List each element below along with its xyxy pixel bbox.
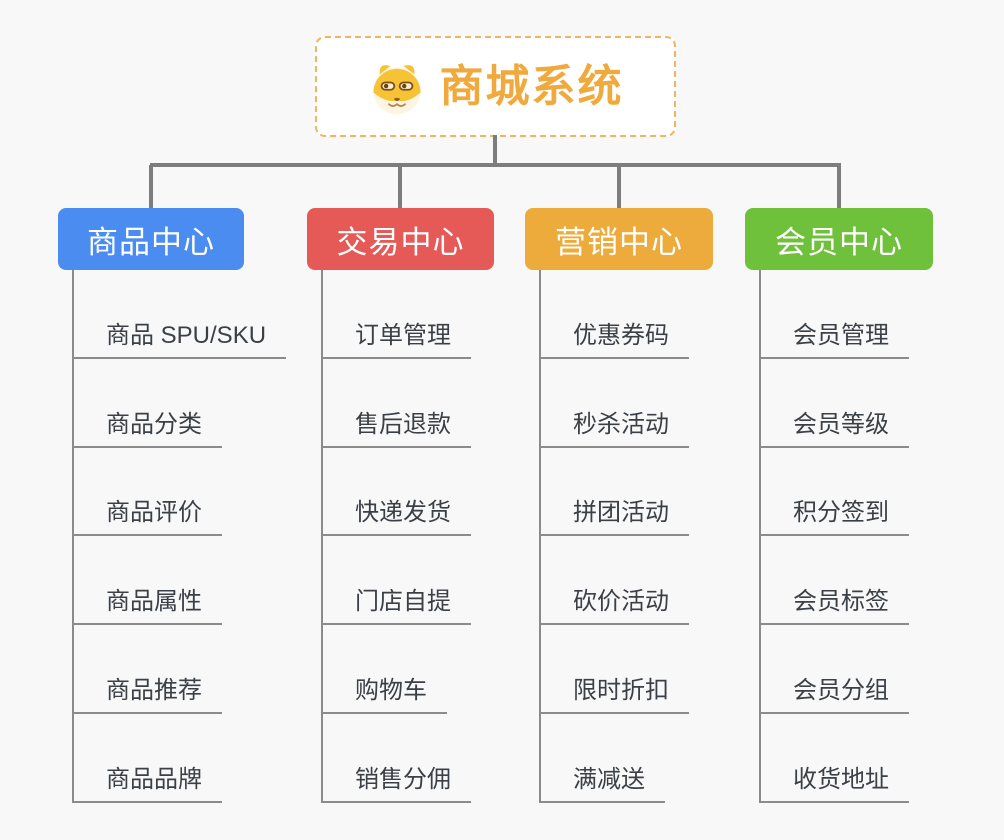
branch-label: 商品中心	[87, 224, 215, 260]
leaf-label: 秒杀活动	[541, 410, 689, 448]
branch-label: 会员中心	[775, 224, 903, 260]
leaf-label: 快递发货	[323, 498, 471, 537]
connector-branch-drop	[837, 165, 841, 209]
connector-branch-drop	[149, 165, 153, 209]
leaf-label: 会员管理	[761, 321, 909, 359]
leaf-label: 商品属性	[74, 587, 222, 626]
branch-label: 营销中心	[555, 224, 683, 260]
leaf-column: 商品 SPU/SKU 商品分类 商品评价 商品属性 商品推荐 商品品牌	[72, 270, 287, 803]
leaf-item[interactable]: 门店自提	[323, 536, 471, 626]
root-title: 商城系统	[439, 61, 624, 111]
leaf-item[interactable]: 砍价活动	[541, 536, 689, 626]
branch-node[interactable]: 会员中心	[745, 208, 933, 270]
connector-branch-drop	[617, 165, 621, 209]
leaf-item[interactable]: 售后退款	[323, 359, 471, 448]
leaf-item[interactable]: 满减送	[541, 714, 689, 803]
leaf-label: 优惠券码	[541, 321, 689, 359]
root-node[interactable]: 商城系统	[315, 36, 676, 137]
leaf-label: 满减送	[541, 765, 665, 803]
leaf-label: 商品 SPU/SKU	[74, 321, 287, 359]
leaf-label: 门店自提	[323, 587, 471, 626]
leaf-item[interactable]: 订单管理	[323, 270, 471, 359]
branch-node[interactable]: 商品中心	[58, 208, 244, 270]
leaf-label: 积分签到	[761, 498, 909, 537]
leaf-item[interactable]: 会员分组	[761, 625, 909, 714]
leaf-item[interactable]: 拼团活动	[541, 448, 689, 537]
branch-label: 交易中心	[336, 224, 465, 260]
leaf-label: 会员分组	[761, 676, 909, 714]
leaf-item[interactable]: 会员标签	[761, 536, 909, 626]
leaf-label: 售后退款	[323, 410, 471, 448]
leaf-label: 商品推荐	[74, 676, 222, 714]
leaf-item[interactable]: 商品属性	[74, 536, 286, 626]
leaf-label: 商品评价	[74, 498, 222, 537]
leaf-item[interactable]: 销售分佣	[323, 714, 471, 803]
dog-icon	[368, 58, 426, 116]
leaf-item[interactable]: 商品推荐	[74, 625, 286, 714]
leaf-item[interactable]: 优惠券码	[541, 270, 689, 359]
leaf-item[interactable]: 秒杀活动	[541, 359, 689, 448]
connector-bus	[150, 163, 841, 167]
leaf-item[interactable]: 商品分类	[74, 359, 286, 448]
leaf-item[interactable]: 收货地址	[761, 714, 909, 803]
branch-node[interactable]: 营销中心	[525, 208, 713, 270]
leaf-item[interactable]: 会员管理	[761, 270, 909, 359]
leaf-label: 砍价活动	[541, 587, 689, 626]
leaf-item[interactable]: 商品品牌	[74, 714, 286, 803]
leaf-label: 订单管理	[323, 321, 471, 359]
leaf-label: 会员标签	[761, 587, 909, 626]
leaf-column: 会员管理 会员等级 积分签到 会员标签 会员分组 收货地址	[759, 270, 909, 803]
leaf-label: 销售分佣	[323, 765, 471, 803]
leaf-item[interactable]: 商品评价	[74, 448, 286, 537]
leaf-item[interactable]: 会员等级	[761, 359, 909, 448]
leaf-label: 限时折扣	[541, 676, 689, 714]
leaf-item[interactable]: 积分签到	[761, 448, 909, 537]
connector-root-drop	[493, 135, 497, 165]
leaf-label: 会员等级	[761, 410, 909, 448]
leaf-label: 商品分类	[74, 410, 222, 448]
leaf-label: 收货地址	[761, 765, 909, 803]
leaf-item[interactable]: 快递发货	[323, 448, 471, 537]
leaf-column: 订单管理 售后退款 快递发货 门店自提 购物车 销售分佣	[321, 270, 471, 803]
leaf-label: 商品品牌	[74, 765, 222, 803]
connector-branch-drop	[398, 165, 402, 209]
leaf-label: 拼团活动	[541, 498, 689, 537]
leaf-item[interactable]: 商品 SPU/SKU	[74, 270, 287, 359]
leaf-label: 购物车	[323, 676, 447, 714]
leaf-column: 优惠券码 秒杀活动 拼团活动 砍价活动 限时折扣 满减送	[539, 270, 689, 803]
branch-node[interactable]: 交易中心	[307, 208, 494, 270]
leaf-item[interactable]: 限时折扣	[541, 625, 689, 714]
leaf-item[interactable]: 购物车	[323, 625, 471, 714]
